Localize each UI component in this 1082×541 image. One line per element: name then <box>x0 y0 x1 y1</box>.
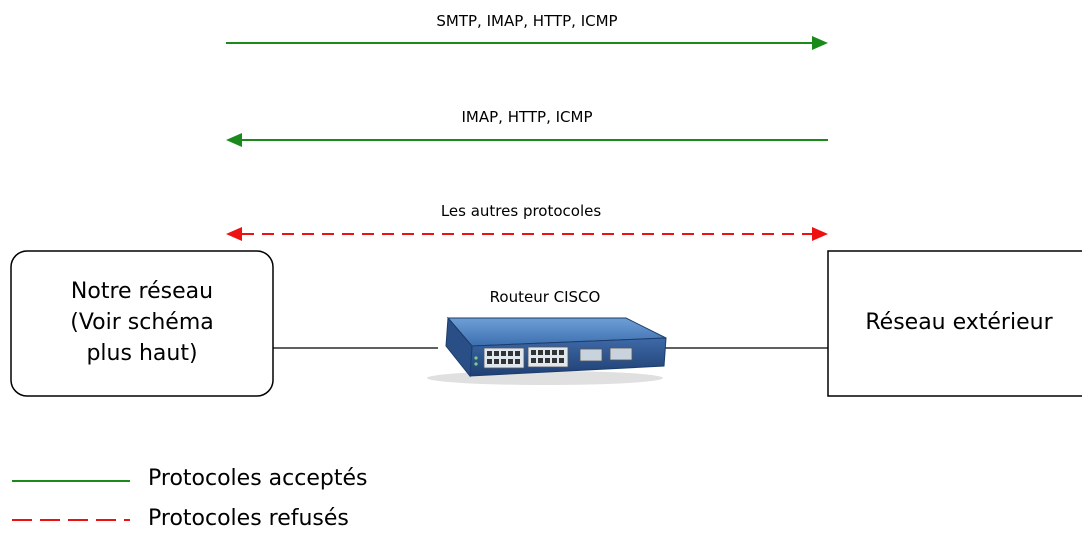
our-network-label: Notre réseau (Voir schéma plus haut) <box>11 276 273 369</box>
inbound-arrow <box>226 133 828 147</box>
external-network-box <box>827 250 1082 397</box>
legend-refused-label: Protocoles refusés <box>148 506 349 531</box>
external-network-label: Réseau extérieur <box>865 310 1053 335</box>
refused-arrow-label: Les autres protocoles <box>440 202 602 220</box>
router-icon <box>427 316 667 385</box>
inbound-arrow-label: IMAP, HTTP, ICMP <box>461 108 593 126</box>
router-label: Routeur CISCO <box>489 288 601 306</box>
legend-accepted-label: Protocoles acceptés <box>148 466 368 491</box>
our-network-line-3: plus haut) <box>86 341 198 366</box>
our-network-line-2: (Voir schéma <box>70 310 214 335</box>
refused-arrow <box>226 227 828 241</box>
our-network-box <box>10 250 274 397</box>
outbound-arrow <box>226 36 828 50</box>
outbound-arrow-label: SMTP, IMAP, HTTP, ICMP <box>436 12 618 30</box>
our-network-line-1: Notre réseau <box>70 279 214 304</box>
